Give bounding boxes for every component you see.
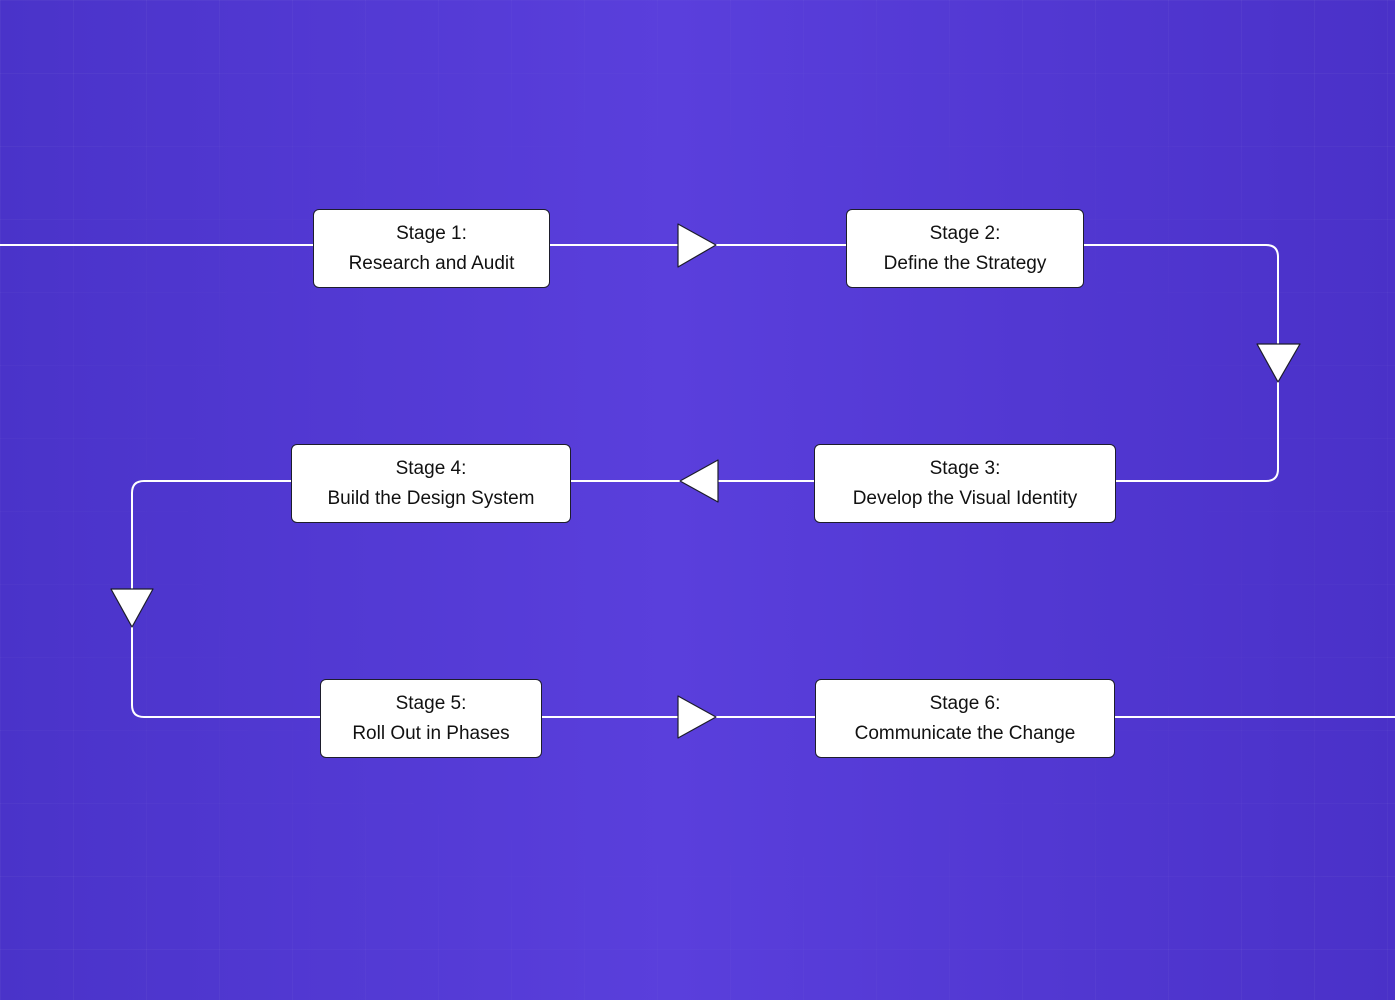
arrow-left-icon: [679, 459, 719, 503]
stage-6-label: Stage 6:: [929, 692, 1001, 714]
stage-3-title: Develop the Visual Identity: [852, 487, 1078, 509]
stage-3-label: Stage 3:: [929, 457, 1001, 479]
arrow-down-icon: [110, 588, 154, 628]
stage-1-title: Research and Audit: [348, 252, 515, 274]
stage-5-box: Stage 5: Roll Out in Phases: [320, 679, 542, 758]
stage-3-box: Stage 3: Develop the Visual Identity: [814, 444, 1116, 523]
arrow-down-icon: [1256, 343, 1301, 383]
stage-6-box: Stage 6: Communicate the Change: [815, 679, 1115, 758]
stage-5-title: Roll Out in Phases: [352, 722, 510, 744]
arrow-right-icon: [677, 695, 717, 739]
arrow-right-icon: [677, 223, 717, 268]
stage-5-label: Stage 5:: [395, 692, 467, 714]
stage-4-label: Stage 4:: [395, 457, 467, 479]
stage-1-label: Stage 1:: [396, 222, 467, 244]
stage-2-label: Stage 2:: [929, 222, 1001, 244]
stage-4-box: Stage 4: Build the Design System: [291, 444, 571, 523]
stage-6-title: Communicate the Change: [854, 722, 1076, 744]
stage-1-box: Stage 1: Research and Audit: [313, 209, 550, 288]
stage-4-title: Build the Design System: [327, 487, 535, 509]
stage-2-box: Stage 2: Define the Strategy: [846, 209, 1084, 288]
stage-2-title: Define the Strategy: [883, 252, 1047, 274]
